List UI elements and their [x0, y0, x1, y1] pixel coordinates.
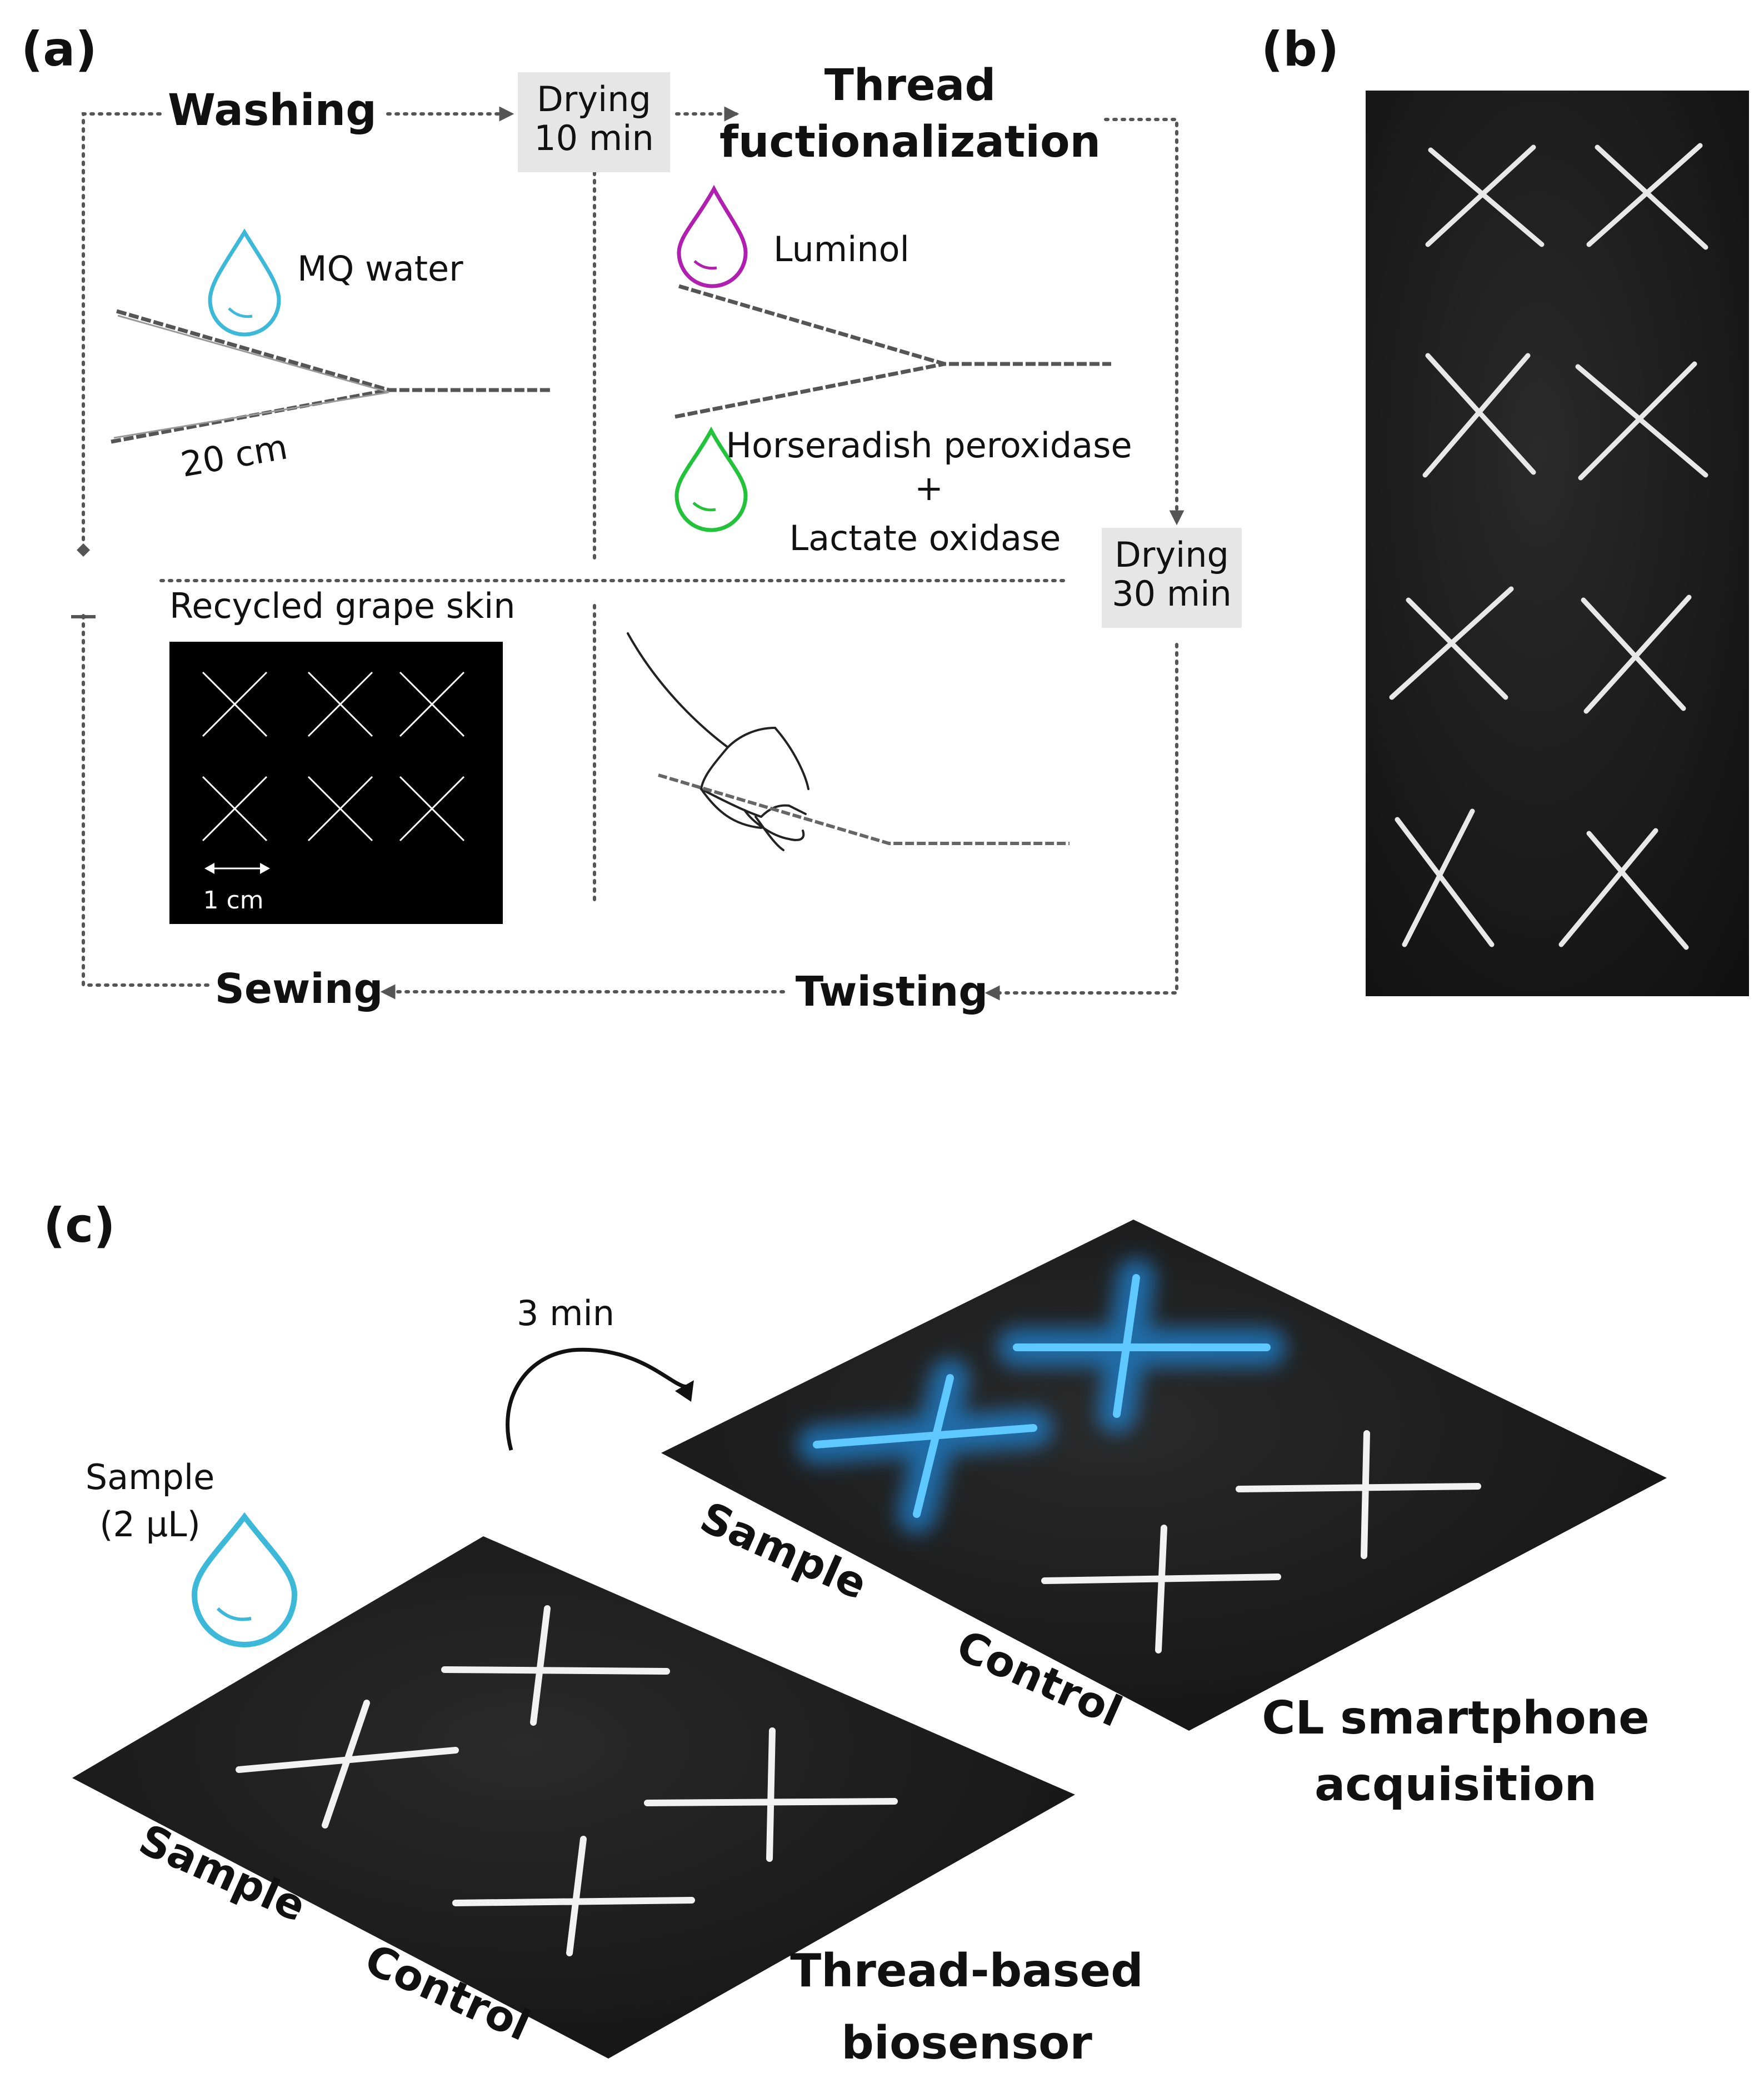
- caption-left-line1: Thread-based: [790, 1945, 1143, 1997]
- thread-twisting: [658, 773, 1070, 845]
- enzyme-drop-icon: [674, 426, 748, 532]
- photo-crosses: [1389, 143, 1708, 950]
- cl-fabric: [661, 1220, 1667, 1731]
- label-time: 3 min: [517, 1293, 614, 1333]
- label-thread-length: 20 cm: [178, 426, 291, 484]
- label-scale: 1 cm: [203, 886, 263, 915]
- label-mq-water: MQ water: [297, 248, 463, 289]
- label-plus: +: [915, 468, 943, 508]
- drying-1-line1: Drying: [537, 79, 651, 119]
- luminol-drop-icon: [677, 184, 748, 288]
- panel-label-c: (c): [43, 1198, 116, 1253]
- cl-crosses: [813, 1274, 1481, 1654]
- drying-1-line2: 10 min: [534, 118, 654, 158]
- drying-2-line2: 30 min: [1112, 573, 1232, 614]
- flow-line-left-top: [82, 112, 162, 552]
- panel-c-assay: Sample (2 µL) 3 min Sample Control Threa…: [72, 1220, 1667, 2070]
- label-sample-line1: Sample: [86, 1457, 214, 1497]
- sample-drop-icon: [191, 1512, 298, 1647]
- caption-right-line2: acquisition: [1315, 1759, 1597, 1811]
- step-drying-30min: Drying 30 min: [1102, 528, 1242, 628]
- step-sewing: Sewing: [215, 965, 383, 1013]
- drying-2-line1: Drying: [1115, 535, 1229, 575]
- panel-label-a: (a): [21, 22, 97, 77]
- thread-functionalized-icon: [674, 284, 1111, 419]
- panel-b-photo: [1366, 91, 1749, 996]
- step-thread-line2: fuctionalization: [719, 117, 1101, 167]
- label-grape-skin: Recycled grape skin: [169, 586, 516, 626]
- step-washing: Washing: [168, 86, 377, 136]
- label-hrp: Horseradish peroxidase: [726, 425, 1132, 466]
- drying-box-1: [518, 72, 670, 172]
- hand-twisting-icon: [627, 632, 809, 851]
- fabric-photo: [1366, 91, 1749, 996]
- caption-right-line1: CL smartphone: [1262, 1692, 1650, 1745]
- arrow-drying-to-twisting: [985, 643, 1178, 1001]
- panel-a-workflow: Washing Drying 10 min Thread fuctionaliz…: [71, 61, 1242, 1016]
- drying-box-2: [1102, 528, 1242, 628]
- step-twisting: Twisting: [796, 968, 988, 1016]
- step-thread-line1: Thread: [824, 61, 996, 111]
- arrow-functionalization-to-drying: [1104, 118, 1185, 526]
- biosensor-crosses: [236, 1605, 898, 1956]
- time-arrow: [506, 1347, 694, 1451]
- panel-label-b: (b): [1261, 22, 1339, 77]
- caption-left-line2: biosensor: [841, 2017, 1092, 2070]
- label-sample-line2: (2 µL): [99, 1504, 201, 1545]
- thread-untwisted-icon: [111, 309, 550, 444]
- sewn-crosses: [202, 671, 465, 842]
- label-luminol: Luminol: [773, 229, 910, 269]
- step-drying-10min: Drying 10 min: [518, 72, 670, 172]
- biosensor-fabric: [72, 1536, 1075, 2059]
- water-drop-icon: [208, 228, 281, 337]
- flow-line-left-bottom: [82, 614, 213, 987]
- label-lox: Lactate oxidase: [789, 518, 1061, 558]
